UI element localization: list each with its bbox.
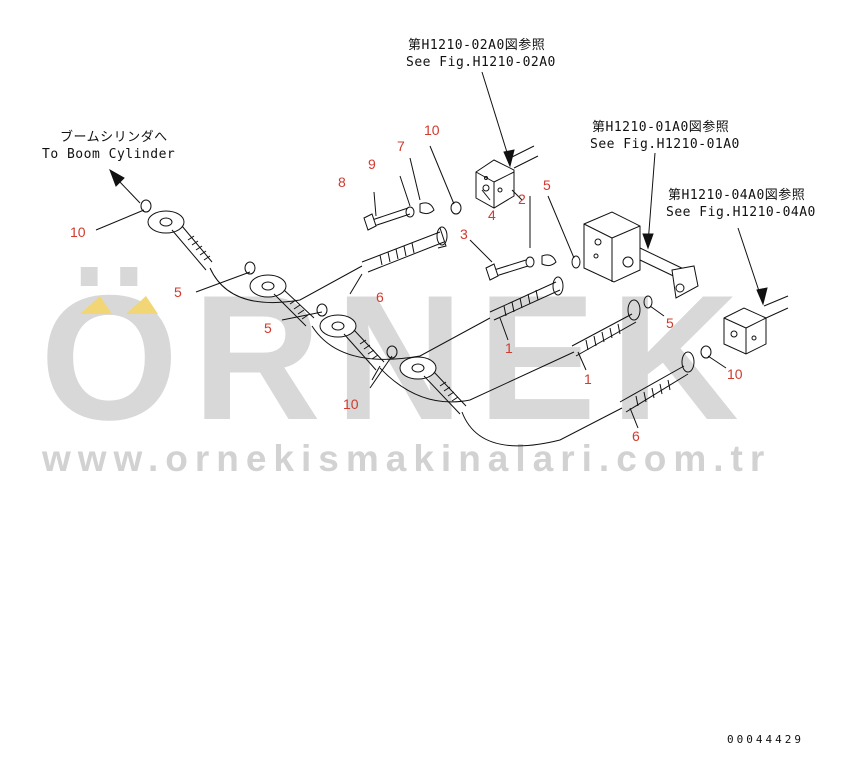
callout-9: 9 [368, 156, 376, 172]
o-ring-icon [386, 345, 398, 359]
o-ring-icon [140, 199, 152, 213]
callout-10: 10 [424, 122, 440, 138]
callout-3: 3 [460, 226, 468, 242]
boom-leader [117, 179, 141, 204]
callout-5: 5 [174, 284, 182, 300]
callout-6: 6 [632, 428, 640, 444]
bolt-3 [485, 259, 529, 281]
drawing-serial: 00044429 [727, 733, 804, 746]
callout-1: 1 [505, 340, 513, 356]
boom-note-en: To Boom Cylinder [42, 147, 176, 162]
valve-block-04a0 [723, 295, 789, 355]
clip [541, 254, 557, 267]
hose-curve [461, 407, 623, 447]
ref-jp-02a0: 第H1210-02A0図参照 [408, 38, 546, 53]
hose-fitting [319, 314, 385, 371]
hose-curve [311, 317, 491, 360]
callout-5: 5 [666, 315, 674, 331]
ref-en-01a0: See Fig.H1210-01A0 [590, 137, 740, 152]
hose-fitting [147, 210, 213, 271]
clip-7 [419, 202, 435, 215]
hose-curve [209, 265, 363, 304]
arrow-icon [756, 287, 768, 306]
callout-1: 1 [584, 371, 592, 387]
washer-9 [405, 206, 415, 218]
callout-6: 6 [376, 289, 384, 305]
o-ring-icon [700, 345, 712, 359]
valve-block-01a0 [583, 211, 699, 299]
callout-10: 10 [70, 224, 86, 240]
boom-note-jp: ブームシリンダへ [60, 130, 168, 145]
hose-fitting [399, 356, 467, 415]
callout-7: 7 [397, 138, 405, 154]
callout-5: 5 [543, 177, 551, 193]
o-ring-icon [450, 201, 462, 215]
callout-4: 4 [488, 207, 496, 223]
callout-5: 5 [264, 320, 272, 336]
o-ring-icon [316, 303, 328, 317]
hose-end-6b [619, 351, 695, 413]
ref-leader-02a0 [481, 71, 511, 163]
hose-end-1 [489, 276, 564, 321]
callout-10: 10 [343, 396, 359, 412]
watermark-url: www.ornekismakinalari.com.tr [42, 438, 772, 479]
arrow-icon [503, 149, 515, 168]
hose-end-6 [361, 226, 448, 273]
o-ring-icon [643, 295, 653, 309]
ref-en-04a0: See Fig.H1210-04A0 [666, 205, 816, 220]
ref-leader-04a0 [737, 227, 763, 301]
hose-curve [379, 351, 575, 403]
ref-en-02a0: See Fig.H1210-02A0 [406, 55, 556, 70]
arrow-icon [109, 168, 125, 187]
callout-2: 2 [518, 191, 526, 207]
hose-end-1b [571, 299, 641, 357]
ref-jp-04a0: 第H1210-04A0図参照 [668, 188, 806, 203]
arrow-icon [642, 233, 654, 250]
valve-block-02a0 [475, 145, 539, 209]
washer [525, 256, 535, 268]
o-ring-icon [571, 255, 581, 269]
ref-jp-01a0: 第H1210-01A0図参照 [592, 120, 730, 135]
callout-10: 10 [727, 366, 743, 382]
callout-8: 8 [338, 174, 346, 190]
ref-leader-01a0 [647, 152, 656, 245]
hose-fitting [249, 274, 315, 327]
watermark-umlaut [80, 296, 158, 314]
o-ring-icon [244, 261, 256, 275]
bolt-8 [363, 207, 411, 231]
